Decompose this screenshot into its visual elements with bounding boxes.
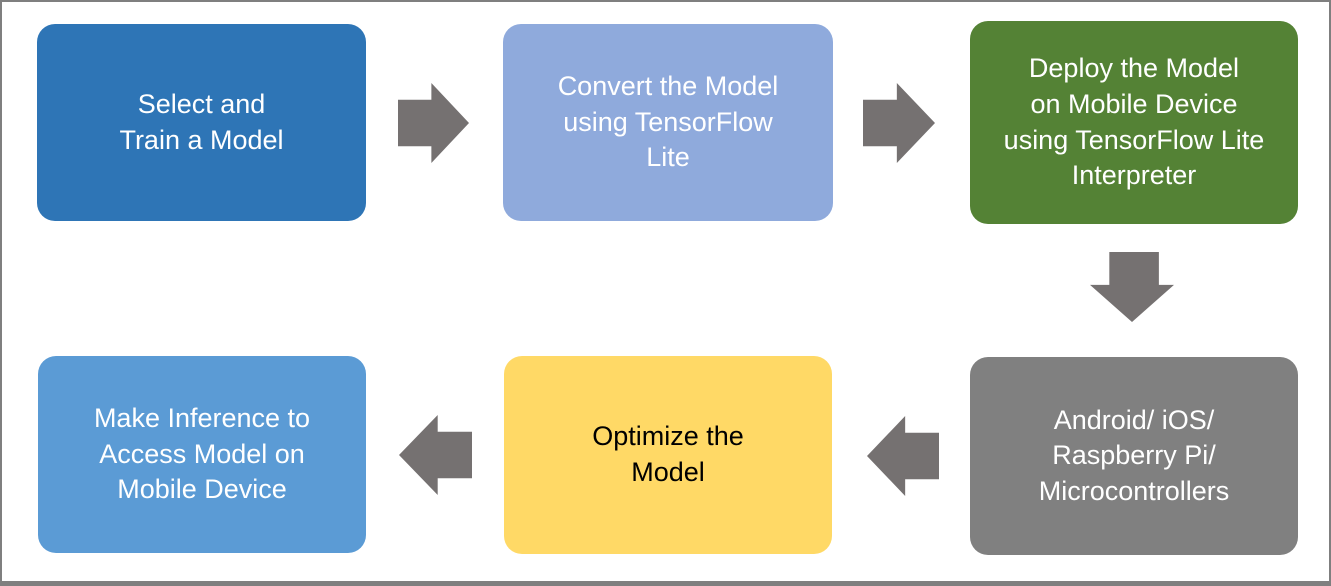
flow-step-make-inference: Make Inference to Access Model on Mobile…	[38, 356, 366, 553]
flow-step-deploy-model: Deploy the Model on Mobile Device using …	[970, 21, 1298, 224]
arrow-left-icon	[399, 415, 472, 495]
flow-step-convert-model: Convert the Model using TensorFlow Lite	[503, 24, 833, 221]
flow-step-target-platforms: Android/ iOS/ Raspberry Pi/ Microcontrol…	[970, 357, 1298, 555]
arrow-right-icon	[398, 83, 469, 163]
arrow-left-icon	[867, 416, 939, 496]
flow-step-label: Select and Train a Model	[119, 88, 284, 155]
flow-step-label: Deploy the Model on Mobile Device using …	[1003, 53, 1265, 191]
arrow-down-icon	[1090, 252, 1174, 322]
flow-step-select-train-model: Select and Train a Model	[37, 24, 366, 221]
flow-step-label: Optimize the Model	[592, 421, 744, 487]
arrow-right-icon	[863, 83, 935, 163]
flow-step-label: Convert the Model using TensorFlow Lite	[557, 71, 779, 173]
flow-step-label: Android/ iOS/ Raspberry Pi/ Microcontrol…	[1038, 404, 1230, 506]
flow-step-label: Make Inference to Access Model on Mobile…	[93, 403, 311, 505]
flow-step-optimize-model: Optimize the Model	[504, 356, 832, 554]
